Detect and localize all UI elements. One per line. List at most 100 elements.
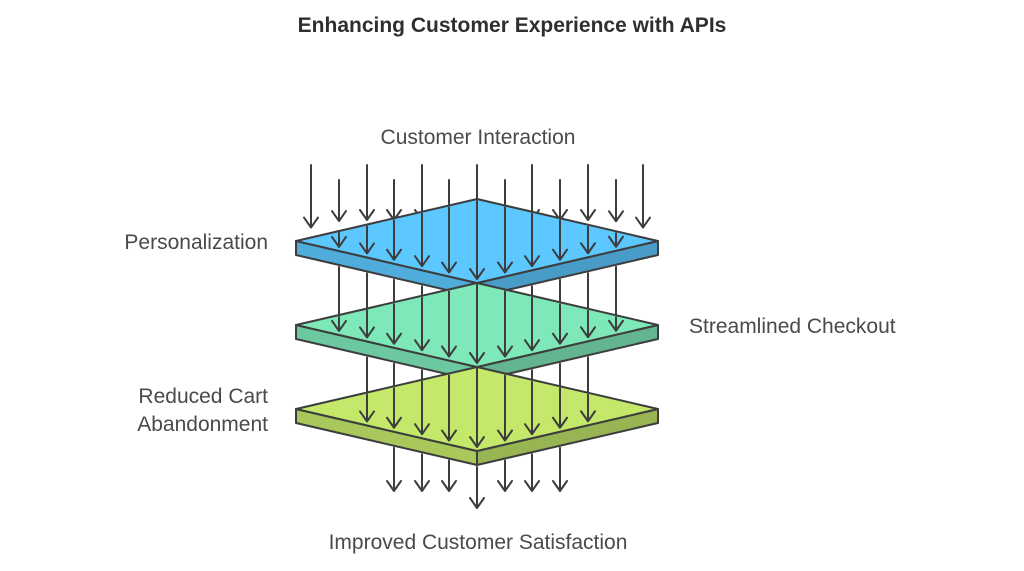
arrow-head	[331, 319, 347, 332]
arrow-down-icon	[552, 387, 568, 429]
arrow-head	[441, 480, 457, 492]
arrow-down-icon	[441, 374, 457, 442]
arrow-down-icon	[441, 206, 457, 274]
layer-1	[295, 198, 659, 298]
arrow-down-icon	[331, 232, 347, 248]
arrow-down-icon	[580, 164, 596, 221]
layer-label-line-2: Abandonment	[137, 413, 268, 436]
arrow-head	[414, 339, 430, 352]
arrow-down-icon	[580, 393, 596, 423]
arrow-head	[580, 209, 596, 221]
arrow-down-icon	[552, 219, 568, 261]
arrow-head	[524, 423, 540, 436]
arrow-head	[580, 410, 596, 423]
diagram-title: Enhancing Customer Experience with APIs	[297, 14, 727, 37]
arrow-down-icon	[524, 296, 540, 352]
arrow-down-icon	[359, 164, 375, 221]
arrow-down-icon	[524, 453, 540, 492]
arrow-head	[497, 429, 513, 442]
arrow-head	[414, 255, 430, 268]
arrow-down-icon	[441, 290, 457, 358]
layer-group	[295, 164, 659, 509]
arrow-head	[497, 261, 513, 274]
arrow-down-icon	[469, 200, 485, 280]
arrow-head	[608, 235, 624, 248]
arrow-head	[469, 497, 485, 509]
arrow-down-icon	[303, 164, 319, 229]
arrow-head	[386, 480, 402, 492]
arrow-head	[497, 480, 513, 492]
arrow-head	[552, 480, 568, 492]
arrow-down-icon	[469, 284, 485, 364]
arrow-head	[469, 268, 485, 280]
arrow-head	[552, 416, 568, 429]
arrow-down-icon	[497, 459, 513, 492]
arrow-down-icon	[497, 290, 513, 358]
output-label: Improved Customer Satisfaction	[328, 531, 628, 554]
arrow-down-icon	[359, 393, 375, 423]
arrow-head	[359, 326, 375, 339]
arrow-down-icon	[386, 446, 402, 492]
arrow-down-icon	[414, 212, 430, 268]
arrow-head	[386, 416, 402, 429]
arrow-down-icon	[386, 387, 402, 429]
layer-label-line-1: Reduced Cart	[138, 385, 268, 408]
arrow-down-icon	[386, 219, 402, 261]
arrow-head	[441, 261, 457, 274]
arrow-head	[552, 332, 568, 345]
arrow-head	[441, 429, 457, 442]
arrow-head	[524, 339, 540, 352]
arrow-down-icon	[552, 303, 568, 345]
arrow-down-icon	[608, 232, 624, 248]
arrow-down-icon	[386, 303, 402, 345]
arrow-head	[469, 436, 485, 448]
arrow-head	[469, 352, 485, 364]
arrow-down-icon	[359, 309, 375, 339]
arrow-head	[552, 248, 568, 261]
arrow-head	[635, 216, 651, 229]
arrow-head	[441, 345, 457, 358]
arrow-down-icon	[359, 225, 375, 255]
arrow-head	[608, 210, 624, 223]
arrow-down-icon	[524, 212, 540, 268]
arrow-down-icon	[386, 179, 402, 221]
arrow-down-icon	[552, 446, 568, 492]
layer-3	[295, 366, 659, 466]
arrow-down-icon	[414, 296, 430, 352]
arrow-down-icon	[469, 466, 485, 509]
arrow-down-icon	[414, 380, 430, 436]
arrow-down-icon	[414, 453, 430, 492]
arrow-head	[386, 332, 402, 345]
arrow-down-icon	[331, 179, 347, 223]
arrow-down-icon	[608, 316, 624, 332]
arrow-head	[414, 423, 430, 436]
arrow-head	[303, 216, 319, 229]
arrow-down-icon	[552, 179, 568, 221]
layer-2	[295, 282, 659, 382]
arrow-head	[497, 345, 513, 358]
arrow-head	[414, 480, 430, 492]
layer-label-streamlined-checkout: Streamlined Checkout	[689, 315, 896, 338]
arrow-down-icon	[469, 368, 485, 448]
arrow-head	[331, 210, 347, 223]
arrow-down-icon	[580, 309, 596, 339]
input-label: Customer Interaction	[380, 126, 576, 149]
arrow-head	[386, 248, 402, 261]
arrow-down-icon	[441, 459, 457, 492]
arrow-head	[359, 209, 375, 221]
arrow-down-icon	[331, 316, 347, 332]
layer-label-reduced-cart-abandonment: Reduced Cart Abandonment	[68, 383, 268, 439]
arrow-down-icon	[497, 374, 513, 442]
arrow-head	[524, 480, 540, 492]
arrow-down-icon	[524, 380, 540, 436]
arrow-head	[359, 242, 375, 255]
arrow-head	[580, 242, 596, 255]
arrow-down-icon	[497, 206, 513, 274]
arrow-head	[524, 255, 540, 268]
layer-label-personalization: Personalization	[124, 231, 268, 254]
arrow-down-icon	[635, 164, 651, 229]
arrow-down-icon	[608, 179, 624, 223]
arrow-down-icon	[580, 225, 596, 255]
arrow-head	[608, 319, 624, 332]
